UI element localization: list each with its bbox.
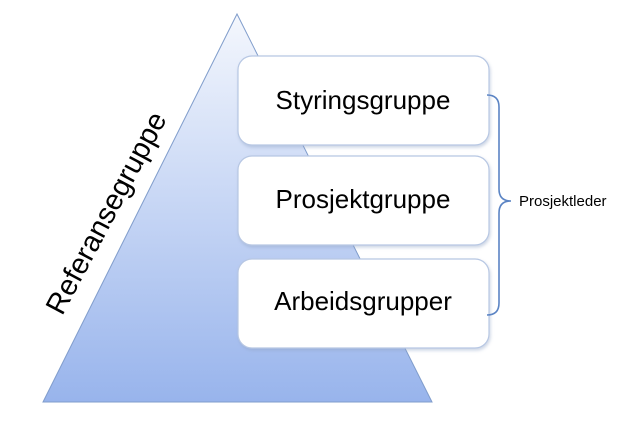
group-box-steering: Styringsgruppe	[237, 55, 490, 146]
project-leader-bracket	[486, 94, 512, 316]
project-group-label: Prosjektgruppe	[276, 184, 451, 214]
group-box-steering-frame	[237, 55, 490, 146]
group-box-project-frame	[237, 155, 490, 246]
group-box-project: Prosjektgruppe	[237, 155, 490, 246]
group-box-working-frame	[237, 258, 490, 349]
group-box-working: Arbeidsgrupper	[237, 258, 490, 349]
steering-group-label: Styringsgruppe	[276, 85, 451, 115]
project-leader-label: Prosjektleder	[519, 193, 607, 210]
working-groups-label: Arbeidsgrupper	[274, 286, 452, 316]
